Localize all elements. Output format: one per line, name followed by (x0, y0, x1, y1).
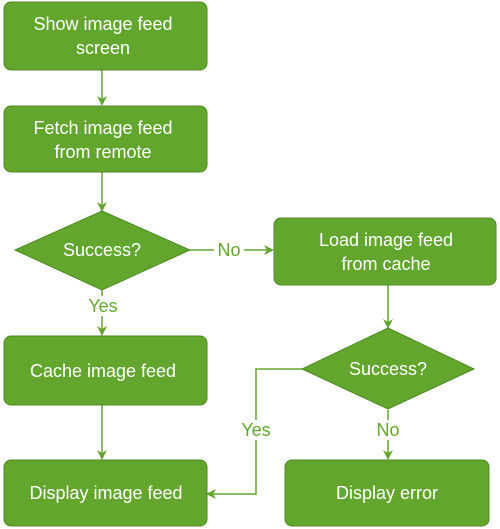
node-display-error (284, 459, 490, 527)
show-feed-label-line2: screen (76, 38, 130, 58)
node-success-decision-1 (13, 210, 192, 291)
display-feed-label: Display image feed (29, 483, 182, 503)
cache-feed-label: Cache image feed (30, 361, 176, 381)
node-load-image-feed-from-cache (273, 217, 497, 286)
node-fetch-image-feed-from-remote (3, 105, 208, 173)
edge-label-no2-bg (373, 420, 403, 440)
edge-label-no1: No (217, 240, 240, 260)
edge-label-no2: No (376, 420, 399, 440)
success1-label: Success? (63, 240, 141, 260)
show-feed-label-line1: Show image feed (33, 14, 172, 34)
success2-label: Success? (349, 359, 427, 379)
node-show-image-feed-screen (3, 1, 208, 71)
edge-label-yes2-bg (239, 420, 273, 440)
edge-label-no1-bg (214, 240, 244, 260)
edge-label-yes1: Yes (88, 296, 117, 316)
edge-label-yes2: Yes (241, 420, 270, 440)
fetch-remote-label-line1: Fetch image feed (33, 118, 172, 138)
nodes (3, 1, 497, 527)
node-labels: Show image feed screen Fetch image feed … (29, 14, 453, 503)
node-success-decision-2 (300, 327, 476, 410)
fetch-remote-label-line2: from remote (54, 142, 151, 162)
load-cache-label-line1: Load image feed (319, 230, 453, 250)
edge-labels: No Yes Yes No (86, 240, 403, 440)
edge-label-yes1-bg (86, 296, 120, 316)
node-cache-image-feed (3, 335, 208, 406)
display-error-label: Display error (336, 483, 438, 503)
node-display-image-feed (3, 459, 208, 527)
load-cache-label-line2: from cache (341, 254, 430, 274)
